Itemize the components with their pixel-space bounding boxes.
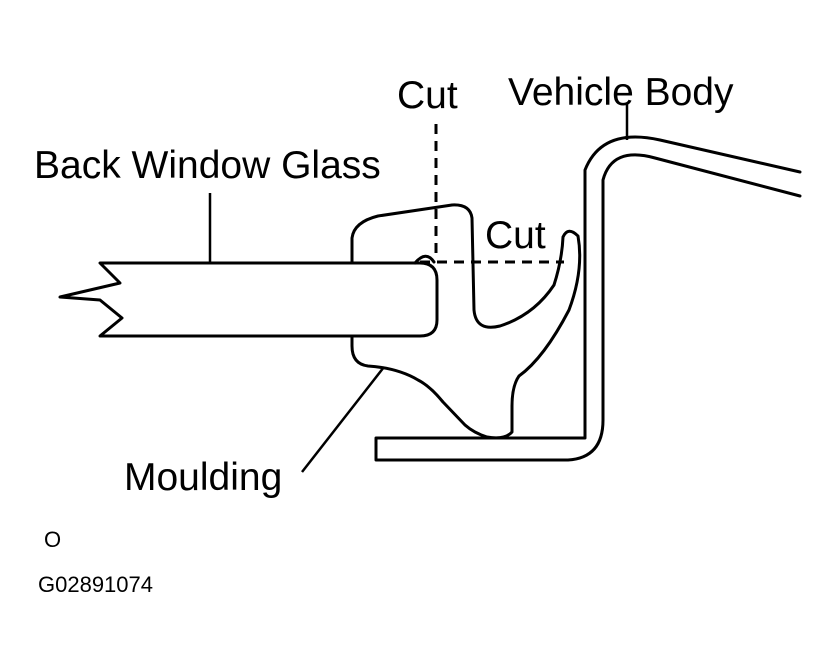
moulding-glass-lip [413, 254, 436, 265]
moulding-leader [301, 366, 385, 473]
figure-code: G02891074 [38, 572, 153, 597]
moulding-label: Moulding [124, 456, 282, 499]
cut-label-top: Cut [397, 74, 458, 117]
cut-label-right: Cut [485, 214, 546, 257]
vehicle-body-label: Vehicle Body [508, 71, 734, 114]
vehicle-body-panel [374, 135, 802, 462]
orientation-mark: O [44, 527, 61, 552]
back-window-glass-label: Back Window Glass [34, 144, 381, 187]
back-window-glass-pane [58, 261, 439, 338]
